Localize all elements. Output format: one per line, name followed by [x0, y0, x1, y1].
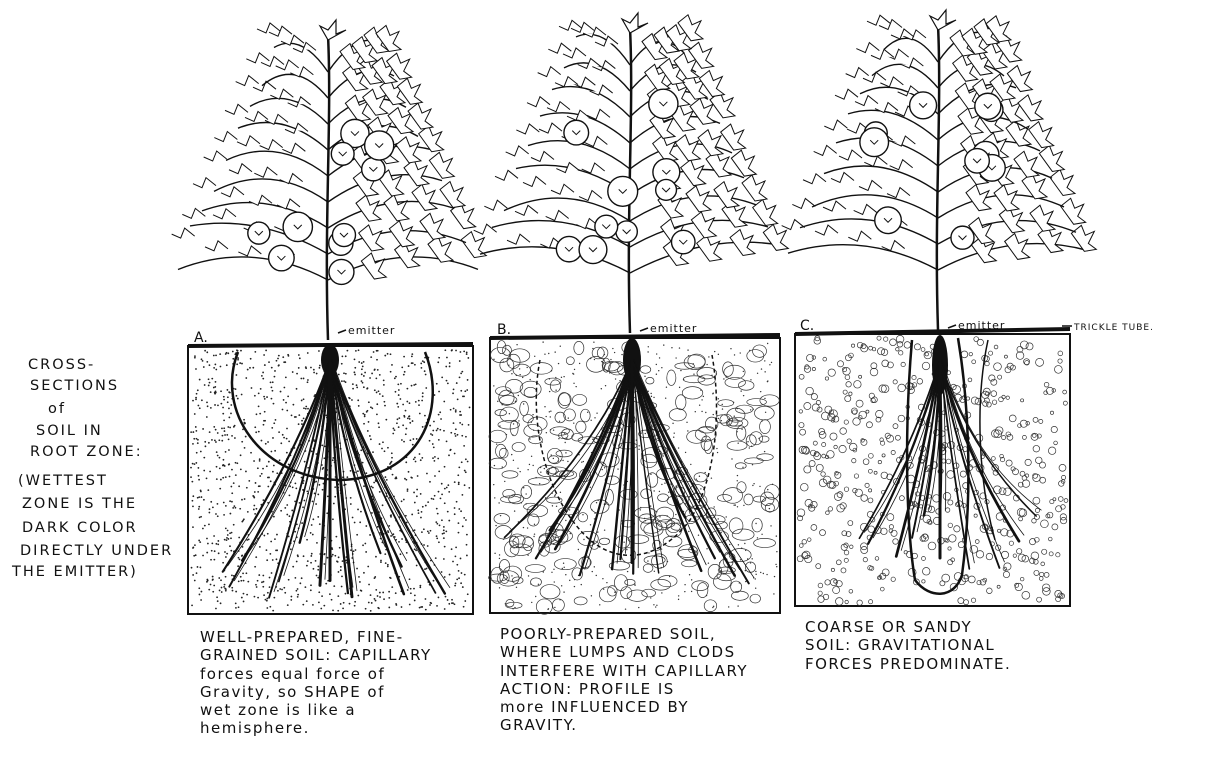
caption-line: hemisphere. — [200, 719, 432, 737]
caption-a: WELL-PREPARED, FINE- GRAINED SOIL: CAPIL… — [200, 628, 432, 738]
emitter-label-c: emitter — [958, 319, 1005, 332]
caption-line: Gravity, so SHAPE of — [200, 683, 432, 701]
caption-line: forces equal force of — [200, 665, 432, 683]
panel-letter-a: A. — [194, 330, 208, 346]
emitter-label-a: emitter — [348, 324, 395, 337]
side-label-line: ZONE IS THE — [22, 497, 190, 512]
caption-line: COARSE OR SANDY — [805, 618, 1011, 636]
caption-line: SOIL: GRAVITATIONAL — [805, 636, 1011, 654]
caption-line: GRAVITY. — [500, 716, 748, 734]
caption-line: INTERFERE WITH CAPILLARY — [500, 662, 748, 680]
caption-line: WELL-PREPARED, FINE- — [200, 628, 432, 646]
side-label-line: CROSS- — [28, 358, 190, 373]
caption-line: WHERE LUMPS AND CLODS — [500, 643, 748, 661]
trickle-tube-label: TRICKLE TUBE. — [1073, 323, 1154, 333]
caption-line: wet zone is like a — [200, 701, 432, 719]
caption-line: FORCES PREDOMINATE. — [805, 655, 1011, 673]
side-label-line: THE EMITTER) — [12, 565, 190, 580]
emitter-label-b: emitter — [650, 322, 697, 335]
cross-sections-side-label: CROSS- SECTIONS of SOIL IN ROOT ZONE: (W… — [10, 358, 190, 580]
caption-c: COARSE OR SANDY SOIL: GRAVITATIONAL FORC… — [805, 618, 1011, 673]
caption-line: more INFLUENCED BY — [500, 698, 748, 716]
caption-b: POORLY-PREPARED SOIL, WHERE LUMPS AND CL… — [500, 625, 748, 735]
panel-letter-c: C. — [800, 318, 814, 334]
side-label-line: SOIL IN — [36, 424, 190, 439]
side-label-line: DARK COLOR — [22, 521, 190, 536]
side-label-line: of — [48, 402, 190, 417]
caption-line: GRAINED SOIL: CAPILLARY — [200, 646, 432, 664]
side-label-line: (WETTEST — [18, 474, 190, 489]
side-label-line: ROOT ZONE: — [30, 445, 190, 460]
panel-letter-b: B. — [497, 322, 511, 338]
side-label-line: SECTIONS — [30, 379, 190, 394]
caption-line: ACTION: PROFILE IS — [500, 680, 748, 698]
side-label-line: DIRECTLY UNDER — [20, 544, 190, 559]
caption-line: POORLY-PREPARED SOIL, — [500, 625, 748, 643]
